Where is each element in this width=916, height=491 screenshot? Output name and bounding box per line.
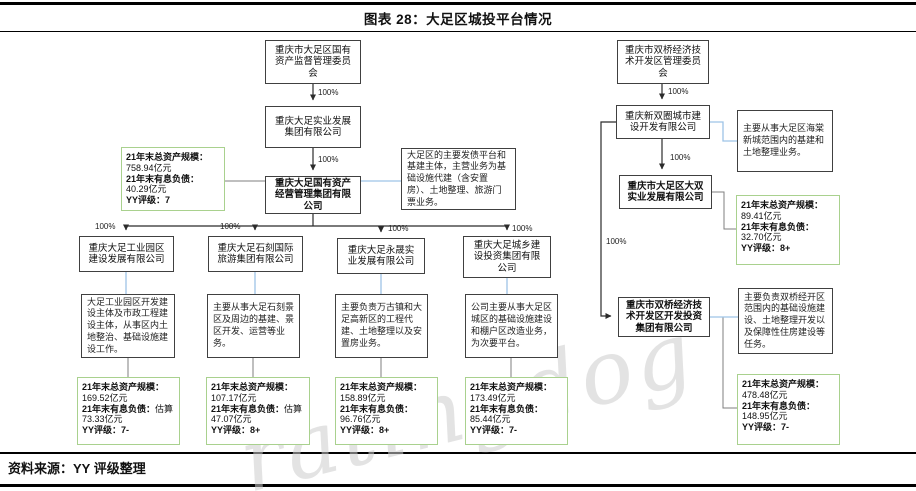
debt-label: 21年末有息负债： — [82, 403, 156, 414]
asset-label: 21年末总资产规模： — [211, 382, 294, 392]
rating-value: 7 — [165, 195, 171, 206]
stats-box-r1: 21年末总资产规模：89.41亿元 21年末有息负债：32.70亿元 YY评级：… — [736, 195, 840, 265]
asset-label: 21年末总资产规模： — [470, 382, 553, 392]
debt-label: 21年末有息负债： — [340, 403, 414, 414]
ownership-pct-8: 100% — [670, 153, 691, 162]
org-node-xinshuangquan: 重庆新双圈城市建设开发有限公司 — [616, 105, 710, 139]
debt-value: 85.44亿元 — [470, 414, 511, 425]
asset-label: 21年末总资产规模： — [126, 152, 209, 162]
org-node-dashuang-shiye: 重庆市大足区大双实业发展有限公司 — [619, 175, 712, 209]
rating-value: 7- — [781, 422, 790, 433]
stats-box-s2: 21年末总资产规模：107.17亿元 21年末有息负债：估算47.07亿元 YY… — [206, 377, 310, 445]
rating-label: YY评级： — [742, 422, 782, 433]
note-r2-business: 主要负责双桥经开区范围内的基础设施建设、土地整理开发以及保障性住房建设等任务。 — [738, 288, 833, 354]
asset-label: 21年末总资产规模： — [741, 200, 824, 210]
source-note: 资料来源：YY 评级整理 — [8, 461, 146, 476]
org-node-shuangqiao-kaifatouzi: 重庆市双桥经济技术开发区开发投资集团有限公司 — [618, 297, 710, 337]
stats-box-r2: 21年末总资产规模：478.48亿元 21年末有息负债：148.95亿元 YY评… — [737, 374, 840, 445]
note-core-business: 大足区的主要发债平台和基建主体，主营业务为基础设施代建（含安置房）、土地整理、旅… — [401, 148, 516, 210]
asset-value: 107.17亿元 — [211, 392, 257, 403]
ownership-pct-6: 100% — [512, 224, 533, 233]
org-node-yongsheng: 重庆大足永晟实业发展有限公司 — [337, 238, 425, 274]
org-node-dazu-sasac: 重庆市大足区国有资产监督管理委员会 — [265, 40, 361, 84]
footer-divider — [0, 452, 916, 454]
asset-label: 21年末总资产规模： — [742, 379, 825, 389]
note-s3-business: 主要负责万古镇和大足高新区的工程代建、土地整理以及安置房业务。 — [335, 294, 428, 358]
debt-label: 21年末有息负债： — [211, 403, 285, 414]
rating-label: YY评级： — [470, 425, 510, 436]
org-node-shuangqiao-guanweihui: 重庆市双桥经济技术开发区管理委员会 — [617, 40, 709, 84]
note-r1-business: 主要从事大足区海棠新城范围内的基建和土地整理业务。 — [737, 110, 833, 172]
rating-label: YY评级： — [211, 425, 251, 436]
org-node-gongyeyuanqu: 重庆大足工业园区建设发展有限公司 — [79, 236, 174, 272]
asset-value: 478.48亿元 — [742, 389, 788, 400]
rating-label: YY评级： — [82, 425, 122, 436]
ownership-pct-3: 100% — [95, 222, 116, 231]
stats-box-s1: 21年末总资产规模：169.52亿元 21年末有息负债：估算73.33亿元 YY… — [77, 377, 180, 445]
debt-label: 21年末有息负债： — [742, 400, 816, 411]
rating-value: 7- — [121, 425, 130, 436]
debt-label: 21年末有息负债： — [741, 221, 815, 232]
note-s4-business: 公司主要从事大足区城区的基础设施建设和棚户区改造业务，为次要平台。 — [465, 294, 558, 358]
asset-value: 758.94亿元 — [126, 162, 172, 173]
debt-value: 96.76亿元 — [340, 414, 381, 425]
stats-box-core: 21年末总资产规模：758.94亿元 21年末有息负债：40.29亿元 YY评级… — [121, 147, 225, 211]
debt-value: 40.29亿元 — [126, 184, 167, 195]
debt-value: 估算73.33亿元 — [82, 403, 174, 425]
top-rule — [0, 2, 916, 5]
stats-box-s3: 21年末总资产规模：158.89亿元 21年末有息负债：96.76亿元 YY评级… — [335, 377, 438, 445]
org-node-chengxiang-jianshe: 重庆大足城乡建设投资集团有限公司 — [463, 236, 551, 278]
debt-label: 21年末有息负债： — [470, 403, 544, 414]
rating-value: 8+ — [379, 425, 390, 436]
debt-value: 估算47.07亿元 — [211, 403, 303, 425]
org-node-shike-lvyou: 重庆大足石刻国际旅游集团有限公司 — [208, 236, 303, 272]
stats-box-s4: 21年末总资产规模：173.49亿元 21年末有息负债：85.44亿元 YY评级… — [465, 377, 568, 445]
asset-value: 169.52亿元 — [82, 392, 128, 403]
debt-value: 32.70亿元 — [741, 232, 782, 243]
ownership-pct-4: 100% — [220, 222, 241, 231]
ownership-pct-5: 100% — [388, 224, 409, 233]
asset-value: 158.89亿元 — [340, 392, 386, 403]
title-divider — [0, 31, 916, 33]
asset-value: 89.41亿元 — [741, 210, 782, 221]
rating-value: 7- — [509, 425, 518, 436]
ownership-pct-2: 100% — [318, 155, 339, 164]
ownership-pct-9: 100% — [606, 237, 627, 246]
rating-value: 8+ — [780, 243, 791, 254]
ownership-pct-1: 100% — [318, 88, 339, 97]
rating-label: YY评级： — [741, 243, 781, 254]
note-s1-business: 大足工业园区开发建设主体及市政工程建设主体，从事区内土地整治、基础设施建设工作。 — [81, 294, 175, 358]
rating-value: 8+ — [250, 425, 261, 436]
asset-label: 21年末总资产规模： — [340, 382, 423, 392]
asset-value: 173.49亿元 — [470, 392, 516, 403]
figure-title: 图表 28：大足区城投平台情况 — [363, 12, 553, 27]
rating-label: YY评级： — [126, 195, 166, 206]
note-s2-business: 主要从事大足石刻景区及周边的基建、景区开发、运营等业务。 — [207, 294, 300, 358]
org-node-dazu-guoyouzichan: 重庆大足国有资产经营管理集团有限公司 — [265, 176, 361, 214]
debt-value: 148.95亿元 — [742, 411, 788, 422]
asset-label: 21年末总资产规模： — [82, 382, 165, 392]
debt-label: 21年末有息负债： — [126, 173, 200, 184]
bottom-rule — [0, 484, 916, 487]
ownership-pct-7: 100% — [668, 87, 689, 96]
org-node-dazu-shiye: 重庆大足实业发展集团有限公司 — [265, 106, 361, 148]
rating-label: YY评级： — [340, 425, 380, 436]
